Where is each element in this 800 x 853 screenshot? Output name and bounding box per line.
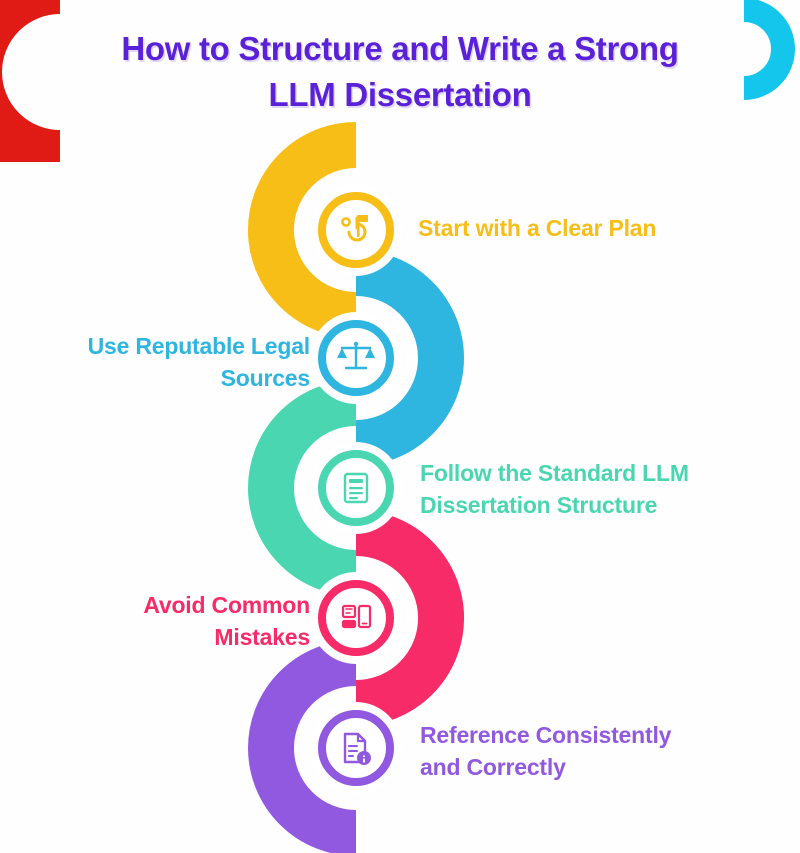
step-label-5: Reference Consistently and Correctly bbox=[420, 720, 760, 783]
step-label-5-line-1: Reference Consistently bbox=[420, 722, 672, 748]
step-label-2-line-1: Use Reputable Legal bbox=[87, 333, 311, 359]
step-icon-node-4[interactable] bbox=[308, 570, 404, 666]
step-icon-node-3[interactable] bbox=[308, 440, 404, 536]
red-corner-arc bbox=[0, 0, 172, 162]
chain-segment-2 bbox=[355, 250, 464, 466]
step-label-4-line-2: Mistakes bbox=[214, 623, 310, 650]
step-icon-node-2[interactable] bbox=[308, 310, 404, 406]
chain-segment-4 bbox=[355, 510, 464, 726]
step-label-4-line-1: Avoid Common bbox=[143, 592, 310, 618]
cyan-corner-arc bbox=[718, 0, 800, 104]
step-label-3-line-1: Follow the Standard LLM bbox=[420, 460, 689, 486]
step-label-3-line-2: Dissertation Structure bbox=[420, 491, 658, 518]
page-title: How to Structure and Write a Strong LLM … bbox=[60, 26, 740, 117]
step-label-2: Use Reputable Legal Sources bbox=[22, 331, 311, 394]
layout-blocks-icon bbox=[341, 604, 372, 629]
title-line-1: How to Structure and Write a Strong bbox=[121, 30, 679, 67]
scales-of-justice-icon bbox=[337, 341, 375, 370]
title-line-2: LLM Dissertation bbox=[268, 75, 532, 113]
step-label-4: Avoid Common Mistakes bbox=[30, 590, 310, 653]
step-label-2-line-2: Sources bbox=[220, 364, 311, 391]
chain-segment-5 bbox=[248, 640, 357, 853]
step-icon-node-1[interactable] bbox=[308, 182, 404, 278]
step-label-5-line-2: and Correctly bbox=[420, 753, 566, 780]
chain-segment-3 bbox=[248, 380, 357, 596]
target-plan-icon bbox=[341, 215, 368, 242]
document-info-icon bbox=[343, 732, 371, 765]
step-icon-node-5[interactable] bbox=[308, 700, 404, 796]
step-label-1: Start with a Clear Plan bbox=[418, 213, 758, 245]
document-lines-icon bbox=[343, 472, 369, 504]
step-label-1-line-1: Start with a Clear Plan bbox=[418, 215, 657, 241]
step-label-3: Follow the Standard LLM Dissertation Str… bbox=[420, 458, 760, 521]
chain-segment-1 bbox=[248, 122, 357, 338]
